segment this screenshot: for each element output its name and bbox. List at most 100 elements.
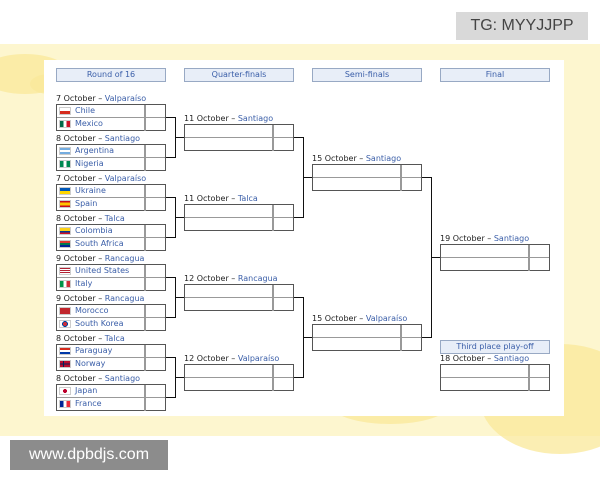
match-venue-link[interactable]: Talca (237, 194, 258, 203)
france-flag-icon (59, 400, 71, 408)
separator: – (356, 314, 366, 323)
score-cell (400, 178, 401, 191)
match-venue-link[interactable]: Santiago (365, 154, 402, 163)
score-cell (401, 338, 421, 351)
match-venue-link[interactable]: Santiago (104, 134, 141, 143)
team-row (313, 325, 421, 338)
match-date: 8 October (56, 334, 96, 343)
team-row: South Korea (57, 318, 165, 331)
match-venue-link[interactable]: Santiago (493, 234, 530, 243)
score-cell (145, 185, 165, 197)
team-name-link[interactable]: United States (75, 266, 130, 275)
score-cell (145, 358, 165, 371)
match-venue-link[interactable]: Rancagua (104, 254, 145, 263)
team-name-link[interactable]: Ukraine (75, 186, 106, 195)
team-name-link[interactable]: Spain (75, 199, 98, 208)
team-name-link[interactable]: Morocco (75, 306, 109, 315)
south-africa-flag-icon (59, 240, 71, 248)
match-date: 7 October (56, 94, 96, 103)
match-venue-link[interactable]: Santiago (104, 374, 141, 383)
team-name-link[interactable]: Norway (75, 359, 106, 368)
team-name-link[interactable]: Italy (75, 279, 93, 288)
score-cell (145, 278, 165, 291)
team-row (185, 298, 293, 311)
team-row (185, 378, 293, 391)
score-cell (273, 125, 293, 137)
team-name-link[interactable]: Colombia (75, 226, 113, 235)
south-korea-flag-icon (59, 320, 71, 328)
team-name-link[interactable]: Mexico (75, 119, 103, 128)
team-row (313, 165, 421, 178)
score-cell (145, 398, 165, 411)
r16-venue-2: 7 October – Valparaíso (56, 174, 146, 184)
score-cell (145, 145, 165, 157)
match-venue-link[interactable]: Valparaíso (104, 94, 147, 103)
bracket-connector (294, 137, 303, 138)
final-venue: 19 October – Santiago (440, 234, 529, 244)
sf-venue-0: 15 October – Santiago (312, 154, 401, 164)
bracket-connector (303, 177, 312, 178)
match-venue-link[interactable]: Rancagua (104, 294, 145, 303)
match-date: 8 October (56, 374, 96, 383)
team-row: Norway (57, 358, 165, 371)
match-venue-link[interactable]: Santiago (237, 114, 274, 123)
score-cell (400, 325, 401, 337)
score-cell (401, 165, 421, 177)
paraguay-flag-icon (59, 347, 71, 355)
team-name-link[interactable]: Chile (75, 106, 96, 115)
score-cell (401, 178, 421, 191)
separator: – (95, 94, 105, 103)
colombia-flag-icon (59, 227, 71, 235)
qf-match-0 (184, 124, 294, 151)
separator: – (228, 354, 238, 363)
bracket-connector (166, 397, 175, 398)
nigeria-flag-icon (59, 160, 71, 168)
separator: – (484, 354, 494, 363)
qf-venue-3: 12 October – Valparaíso (184, 354, 279, 364)
team-name-link[interactable]: Nigeria (75, 159, 104, 168)
japan-flag-icon (59, 387, 71, 395)
team-row: Japan (57, 385, 165, 398)
match-venue-link[interactable]: Rancagua (237, 274, 278, 283)
team-name-link[interactable]: France (75, 399, 102, 408)
score-cell (144, 358, 145, 371)
match-venue-link[interactable]: Valparaíso (237, 354, 280, 363)
norway-flag-icon (59, 360, 71, 368)
score-cell (144, 158, 145, 171)
score-cell (272, 138, 273, 151)
team-name-link[interactable]: South Korea (75, 319, 124, 328)
score-cell (273, 365, 293, 377)
bracket-connector (166, 317, 175, 318)
match-venue-link[interactable]: Valparaíso (365, 314, 408, 323)
score-cell (272, 125, 273, 137)
team-name-link[interactable]: Paraguay (75, 346, 113, 355)
team-name-link[interactable]: South Africa (75, 239, 124, 248)
match-venue-link[interactable]: Valparaíso (104, 174, 147, 183)
separator: – (356, 154, 366, 163)
bracket-connector (166, 357, 175, 358)
score-cell (145, 105, 165, 117)
match-venue-link[interactable]: Talca (104, 214, 125, 223)
bracket-connector (175, 217, 184, 218)
score-cell (144, 305, 145, 317)
team-name-link[interactable]: Japan (75, 386, 98, 395)
r16-venue-1: 8 October – Santiago (56, 134, 140, 144)
score-cell (273, 138, 293, 151)
match-venue-link[interactable]: Talca (104, 334, 125, 343)
score-cell (145, 318, 165, 331)
bracket-connector (294, 297, 303, 298)
bracket-connector (166, 157, 175, 158)
score-cell (144, 198, 145, 211)
score-cell (144, 398, 145, 411)
score-cell (145, 118, 165, 131)
team-row: Colombia (57, 225, 165, 238)
match-venue-link[interactable]: Santiago (493, 354, 530, 363)
match-date: 11 October (184, 194, 229, 203)
score-cell (273, 378, 293, 391)
team-name-link[interactable]: Argentina (75, 146, 115, 155)
score-cell (273, 218, 293, 231)
